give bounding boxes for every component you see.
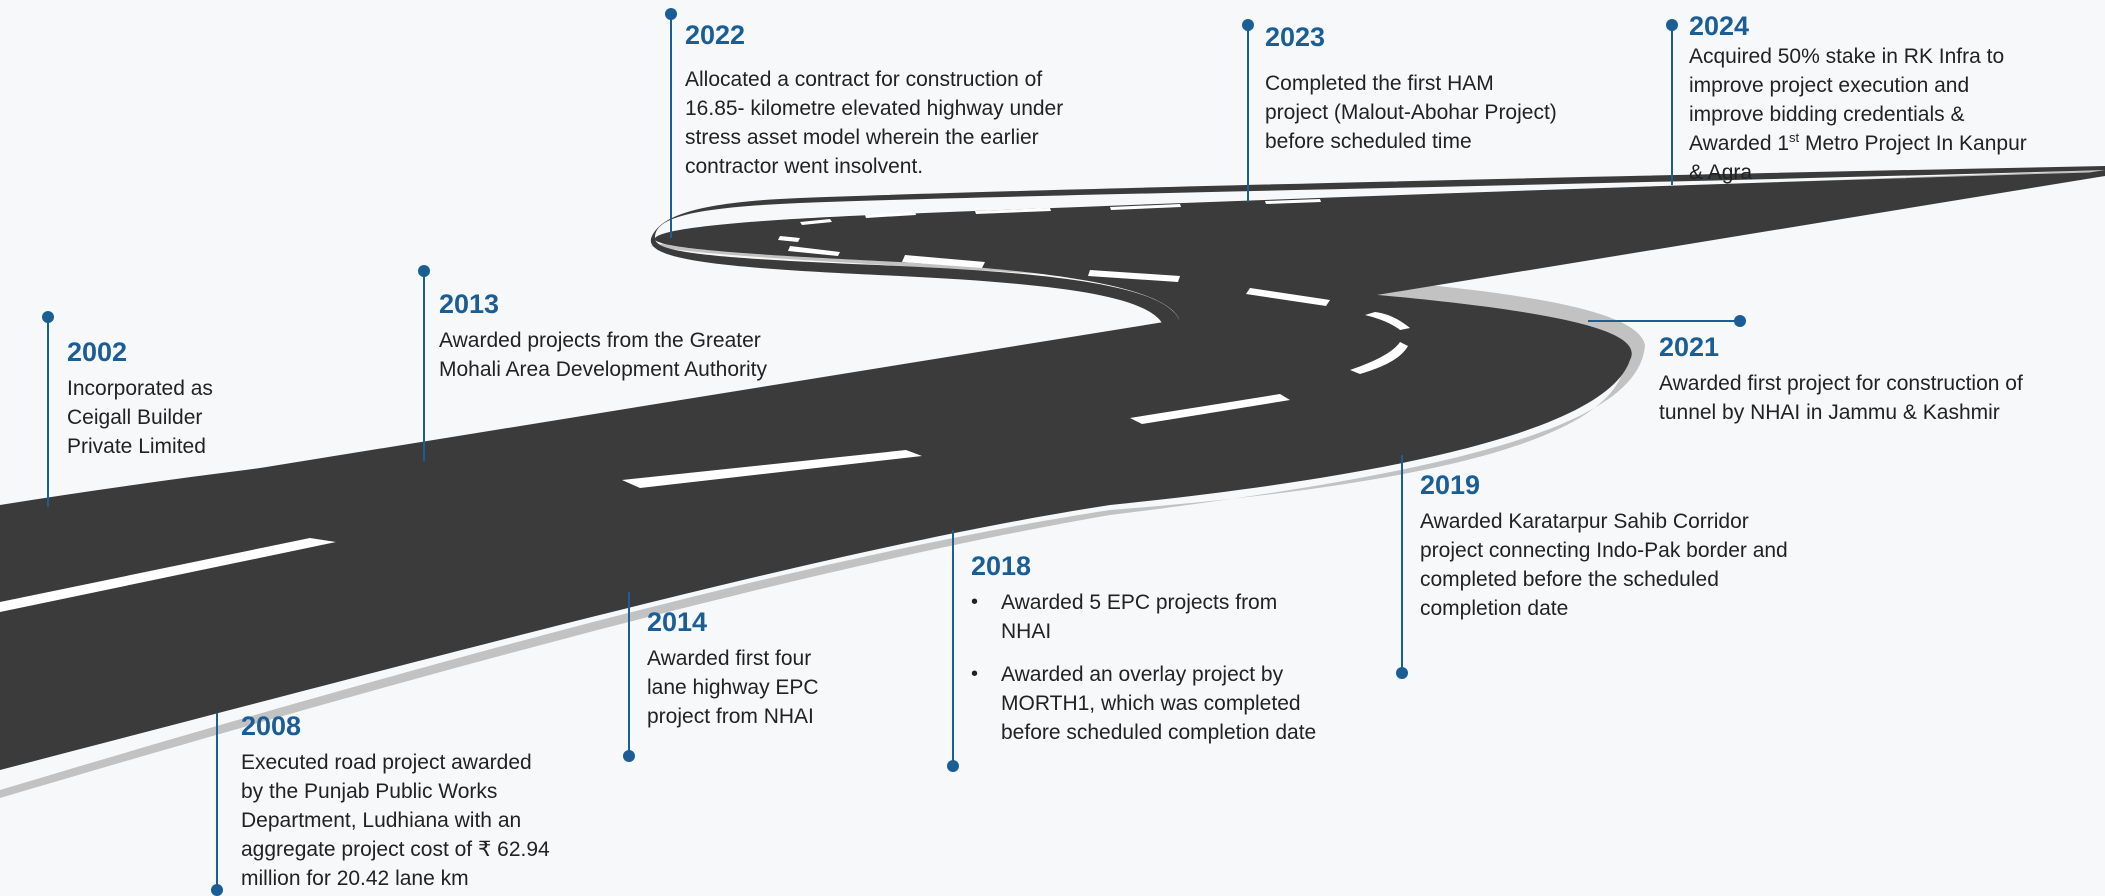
desc-2013: Awarded projects from the Greater Mohali…: [439, 329, 768, 382]
event-2008: 2008 Executed road project awarded by th…: [241, 711, 550, 893]
pin-line-2018: [952, 530, 954, 766]
pin-line-2013: [423, 271, 425, 461]
year-2019: 2019: [1420, 470, 1481, 500]
desc-2008: Executed road project awarded by the Pun…: [241, 751, 550, 891]
pin-line-2021: [1588, 320, 1740, 322]
bullet-list-2018: Awarded 5 EPC projects from NHAI Awarded…: [971, 588, 1316, 747]
event-2013: 2013 Awarded projects from the Greater M…: [439, 289, 767, 384]
year-2013: 2013: [439, 289, 500, 319]
lane-markings: [0, 199, 1410, 612]
year-2024: 2024: [1689, 11, 1750, 41]
event-2014: 2014 Awarded first four lane highway EPC…: [647, 607, 819, 731]
event-2021: 2021 Awarded first project for construct…: [1659, 332, 2023, 427]
pin-dot-2008: [211, 884, 223, 896]
pin-dot-2014: [623, 750, 635, 762]
desc-2023: Completed the first HAM project (Malout-…: [1265, 72, 1557, 154]
year-2018: 2018: [971, 551, 1032, 581]
road-asphalt: [0, 170, 2105, 770]
pin-line-2024: [1671, 25, 1673, 185]
pin-line-2022: [670, 14, 672, 238]
road-shoulder: [0, 170, 2105, 798]
bullet-item: Awarded an overlay project by MORTH1, wh…: [971, 660, 1316, 747]
year-2023: 2023: [1265, 22, 1326, 52]
pin-line-2008: [216, 713, 218, 888]
pin-dot-2021: [1734, 315, 1746, 327]
year-2014: 2014: [647, 607, 708, 637]
pin-line-2014: [628, 592, 630, 755]
pin-line-2023: [1247, 25, 1249, 202]
event-2022: 2022 Allocated a contract for constructi…: [685, 20, 1063, 181]
event-2024: 2024 Acquired 50% stake in RK Infra to i…: [1689, 11, 2027, 187]
pin-dot-2019: [1396, 667, 1408, 679]
desc-2021: Awarded first project for construction o…: [1659, 372, 2023, 425]
desc-2019: Awarded Karatarpur Sahib Corridor projec…: [1420, 510, 1788, 621]
pin-line-2002: [47, 317, 49, 507]
event-2018: 2018 Awarded 5 EPC projects from NHAI Aw…: [971, 551, 1316, 761]
bullet-item: Awarded 5 EPC projects from NHAI: [971, 588, 1316, 646]
pin-dot-2018: [947, 760, 959, 772]
desc-2014: Awarded first four lane highway EPC proj…: [647, 647, 819, 729]
year-2021: 2021: [1659, 332, 1720, 362]
desc-2002: Incorporated as Ceigall Builder Private …: [67, 377, 213, 459]
pin-line-2019: [1401, 455, 1403, 671]
desc-2022: Allocated a contract for construction of…: [685, 68, 1064, 179]
road-upper: [0, 166, 2105, 512]
year-2022: 2022: [685, 20, 746, 50]
desc-2024: Acquired 50% stake in RK Infra to improv…: [1689, 45, 2027, 185]
event-2002: 2002 Incorporated as Ceigall Builder Pri…: [67, 337, 213, 461]
event-2019: 2019 Awarded Karatarpur Sahib Corridor p…: [1420, 470, 1788, 623]
event-2023: 2023 Completed the first HAM project (Ma…: [1265, 22, 1557, 156]
year-2008: 2008: [241, 711, 302, 741]
year-2002: 2002: [67, 337, 128, 367]
